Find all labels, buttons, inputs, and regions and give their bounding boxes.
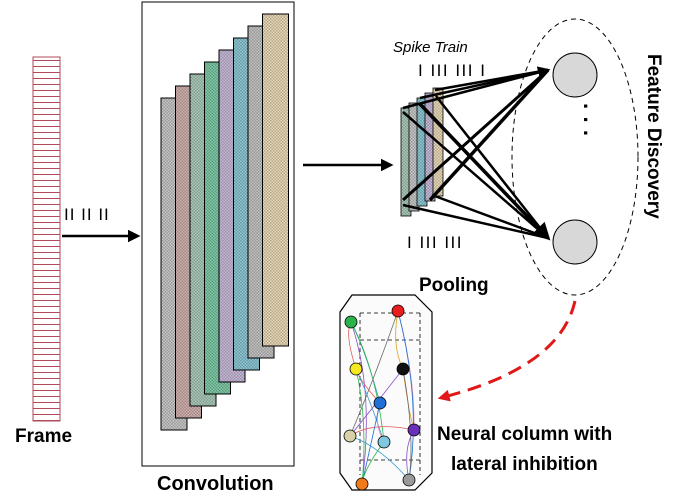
column-neuron bbox=[391, 304, 405, 318]
column-neuron bbox=[377, 435, 391, 449]
output-neuron-top bbox=[552, 52, 598, 98]
input-spike-marks: II II II bbox=[64, 205, 110, 224]
feature-discovery-ellipse bbox=[511, 18, 639, 296]
column-connection bbox=[355, 368, 365, 485]
column-neuron bbox=[402, 473, 416, 487]
column-neuron bbox=[396, 362, 410, 376]
column-neuron bbox=[373, 396, 387, 410]
column-neuron bbox=[343, 429, 357, 443]
neural-column bbox=[339, 294, 433, 491]
column-neuron bbox=[407, 423, 421, 437]
output-ellipsis: · · · bbox=[573, 103, 598, 137]
convolution-layers bbox=[160, 13, 289, 431]
neural-column-label-line1: Neural column with bbox=[437, 424, 612, 445]
pooling-to-output-connections bbox=[401, 66, 551, 241]
frame-label: Frame bbox=[15, 426, 72, 447]
neural-column-label-line2: lateral inhibition bbox=[451, 454, 598, 475]
convolution-label: Convolution bbox=[157, 473, 274, 495]
column-neuron bbox=[349, 362, 363, 376]
feature-discovery-label: Feature Discovery bbox=[643, 54, 664, 219]
convolution-layer bbox=[262, 13, 289, 347]
neural-column-inner bbox=[359, 312, 421, 475]
neural-column-neurons bbox=[343, 304, 421, 491]
output-neuron-bottom bbox=[552, 219, 598, 265]
column-neuron bbox=[344, 315, 358, 329]
feature-to-column-arrow bbox=[437, 300, 577, 402]
pooling-label: Pooling bbox=[419, 275, 489, 296]
spike-train-marks: I III III I bbox=[418, 61, 486, 80]
column-connection bbox=[350, 321, 367, 485]
spike-train-label: Spike Train bbox=[393, 39, 468, 56]
convolution-box bbox=[141, 1, 295, 467]
column-neuron bbox=[355, 477, 369, 491]
pooling-bottom-spike-marks: I III III bbox=[407, 233, 463, 252]
column-connection bbox=[397, 310, 414, 481]
column-connection bbox=[349, 310, 399, 437]
input-frame bbox=[32, 56, 61, 422]
